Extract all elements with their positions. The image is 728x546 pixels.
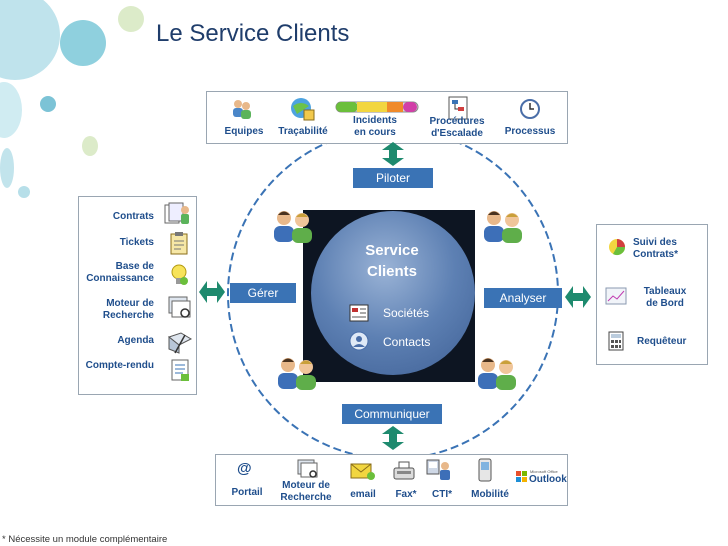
- tag-gerer: Gérer: [230, 283, 296, 303]
- bottom-label-mobilite: Mobilité: [471, 489, 509, 500]
- double-arrow-horizontal: [199, 281, 225, 303]
- decorative-circle: [0, 148, 14, 188]
- pie-chart-icon: [609, 239, 626, 256]
- companies-icon: [349, 304, 369, 322]
- tag-piloter: Piloter: [353, 168, 433, 188]
- people-icon: [478, 358, 516, 390]
- lightbulb-icon: [171, 264, 188, 285]
- mobile-icon: [478, 458, 492, 482]
- decorative-circle: [18, 186, 30, 198]
- outlook-grid-icon: [516, 471, 527, 482]
- people-icon: [278, 358, 316, 390]
- service-clients-circle: [311, 211, 475, 375]
- bottom-label-fax: Fax*: [395, 489, 417, 500]
- left-label-compte-rendu: Compte-rendu: [85, 360, 154, 371]
- top-label-equipes: Equipes: [224, 126, 264, 137]
- dashboard-icon: [605, 287, 627, 305]
- double-arrow-vertical: [382, 142, 404, 166]
- decorative-circle: [82, 136, 98, 156]
- agenda-icon: [167, 332, 193, 354]
- tag-analyser: Analyser: [484, 288, 562, 308]
- left-label-agenda: Agenda: [117, 335, 154, 346]
- clock-icon: [520, 99, 540, 119]
- fax-icon: [393, 461, 415, 480]
- outlook-small-text: Microsoft Office: [530, 469, 558, 474]
- footnote: * Nécessite un module complémentaire: [2, 534, 168, 545]
- bottom-label-email: email: [350, 489, 376, 500]
- contact-icon: [349, 331, 369, 351]
- at-sign-icon: @: [237, 460, 252, 477]
- cti-icon: [426, 459, 450, 480]
- right-label-requeteur: Requêteur: [637, 336, 687, 347]
- page-title: Le Service Clients: [156, 20, 350, 47]
- clipboard-icon: [170, 232, 188, 255]
- contracts-icon: [164, 202, 189, 224]
- decorative-circle: [118, 6, 144, 32]
- decorative-circle: [0, 82, 22, 138]
- bottom-label-cti: CTI*: [432, 489, 452, 500]
- calculator-icon: [608, 331, 624, 351]
- progress-bar-icon: [335, 101, 419, 113]
- team-icon: [233, 100, 251, 119]
- bottom-box: @ Microsoft Office Outlook Portail Moteu…: [215, 454, 568, 506]
- email-icon: [350, 463, 375, 480]
- top-label-processus: Processus: [504, 126, 556, 137]
- people-icon: [484, 211, 522, 243]
- double-arrow-horizontal: [565, 286, 591, 308]
- tag-communiquer: Communiquer: [342, 404, 442, 424]
- center-item-contacts: Contacts: [383, 335, 431, 349]
- left-label-tickets: Tickets: [119, 237, 154, 248]
- outlook-text: Outlook: [529, 474, 567, 485]
- top-label-tracabilite: Traçabilité: [278, 126, 328, 137]
- decorative-circle: [60, 20, 106, 66]
- people-icon: [274, 211, 312, 243]
- double-arrow-vertical: [382, 426, 404, 450]
- decorative-circle: [40, 96, 56, 112]
- report-icon: [171, 359, 189, 381]
- search-engine-icon: [168, 296, 191, 318]
- globe-icon: [291, 98, 315, 121]
- outlook-logo: Microsoft Office Outlook: [516, 469, 567, 491]
- left-label-contrats: Contrats: [112, 211, 154, 222]
- bottom-label-portail: Portail: [231, 487, 263, 498]
- flowchart-icon: [448, 96, 468, 120]
- center-item-societes: Sociétés: [383, 306, 430, 320]
- search-engine-icon: [297, 459, 318, 478]
